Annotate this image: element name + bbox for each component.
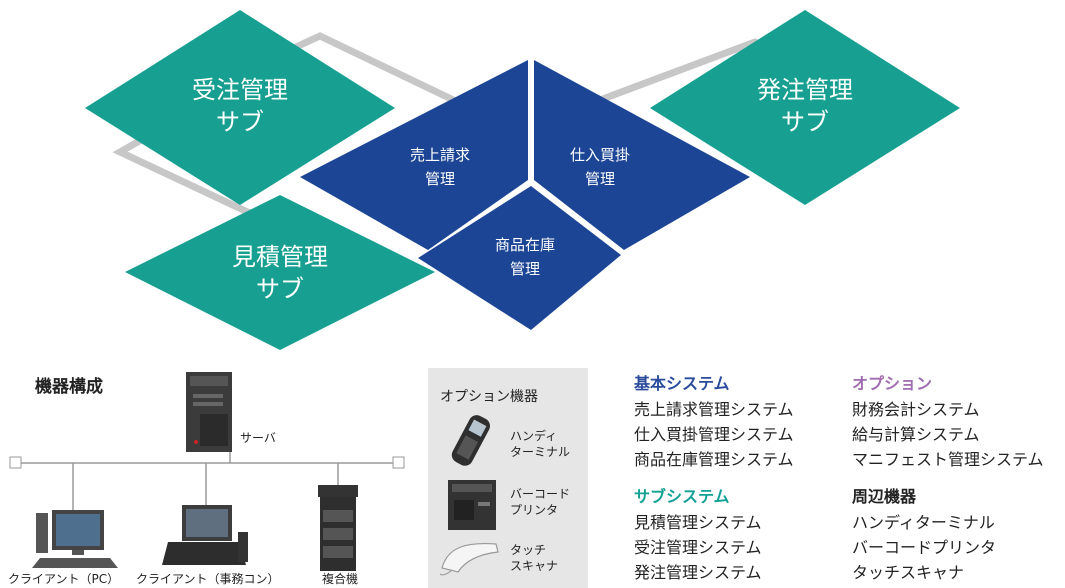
subsystem-juchu: 受注管理 サブ [85,10,395,205]
core-shiire-label-1: 仕入買掛 [570,146,630,164]
core-shohin-label-2: 管理 [510,260,540,278]
option-item-3-label: タッチ スキャナ [510,542,558,574]
system-diagram: 受注管理 サブ 発注管理 サブ 見積管理 サブ 売上請求 管理 仕入買掛 管理 … [85,10,960,350]
option-item-1-line2: ターミナル [510,445,571,459]
core-shohin-label-1: 商品在庫 [495,236,555,254]
subsystem-mitsumori-label-1: 見積管理 [232,243,328,271]
option-system-list: 財務会計システム 給与計算システム マニフェスト管理システム [852,397,1062,472]
list-item: 財務会計システム [852,400,980,419]
client-pc-icon [32,510,118,568]
network-diagram: サーバ クライアント（PC） クライアント（事務コン） 複合機 [8,372,405,586]
list-item: 見積管理システム [634,513,762,532]
barcode-printer-icon [448,480,496,530]
subsystem-mitsumori-label-2: サブ [256,275,304,303]
subsystem-juchu-label-2: サブ [216,108,264,136]
subsystem-hatchu-label-2: サブ [781,108,829,136]
list-item: 受注管理システム [634,538,762,557]
core-uriage-label-1: 売上請求 [410,146,470,164]
handy-terminal-icon [451,415,490,466]
list-item: 仕入買掛管理システム [634,425,794,444]
subsystem-hatchu-label-1: 発注管理 [757,76,853,104]
option-item-2-line1: バーコード [510,487,571,501]
client-register-label: クライアント（事務コン） [136,572,280,586]
option-item-3-line1: タッチ [510,543,547,557]
subsystem-juchu-label-1: 受注管理 [192,76,288,104]
peripheral-title: 周辺機器 [852,487,917,506]
core-shiire: 仕入買掛 管理 [534,60,750,250]
list-item: 商品在庫管理システム [634,450,794,469]
option-system-section: オプション 財務会計システム 給与計算システム マニフェスト管理システム [852,370,1062,472]
mfp-icon [318,485,358,571]
basic-system-list: 売上請求管理システム 仕入買掛管理システム 商品在庫管理システム [634,397,834,472]
core-uriage: 売上請求 管理 [300,60,528,250]
basic-system-section: 基本システム 売上請求管理システム 仕入買掛管理システム 商品在庫管理システム [634,370,834,472]
option-item-1-line1: ハンディ [510,429,558,443]
sub-system-list: 見積管理システム 受注管理システム 発注管理システム [634,510,834,585]
option-devices-title: オプション機器 [440,389,538,405]
core-uriage-shape [300,60,528,250]
sub-system-title: サブシステム [634,487,730,506]
option-item-3-line2: スキャナ [510,559,559,573]
core-shiire-shape [534,60,750,250]
server-label: サーバ [240,431,276,445]
option-devices-box: オプション機器 ハンディ ターミナル バーコード プリンタ タッチ スキャナ [428,368,588,588]
client-register-icon [162,505,248,565]
sub-system-section: サブシステム 見積管理システム 受注管理システム 発注管理システム [634,483,834,585]
list-item: バーコードプリンタ [852,538,997,557]
list-item: 売上請求管理システム [634,400,794,419]
server-icon [186,372,232,452]
list-item: マニフェスト管理システム [852,450,1044,469]
mfp-label: 複合機 [322,571,358,586]
subsystem-mitsumori-shape [125,195,435,350]
peripheral-section: 周辺機器 ハンディターミナル バーコードプリンタ タッチスキャナ [852,483,1062,585]
core-shohin-shape [418,186,621,330]
subsystem-hatchu: 発注管理 サブ [650,10,960,205]
basic-system-title: 基本システム [634,374,730,393]
core-uriage-label-2: 管理 [425,170,455,188]
network-end-right [392,456,405,469]
option-item-2-label: バーコード プリンタ [510,486,570,518]
network-end-left [9,456,22,469]
subsystem-mitsumori: 見積管理 サブ [125,195,435,350]
core-shiire-label-2: 管理 [585,170,615,188]
core-shohin: 商品在庫 管理 [418,186,621,330]
subsystem-juchu-shape [85,10,395,205]
client-pc-label: クライアント（PC） [8,572,119,586]
option-item-2-line2: プリンタ [510,503,559,517]
subsystem-hatchu-shape [650,10,960,205]
option-item-1-label: ハンディ ターミナル [510,428,570,460]
list-item: タッチスキャナ [852,563,965,582]
option-system-title: オプション [852,374,933,393]
list-item: 発注管理システム [634,563,762,582]
touch-scanner-icon [439,542,499,576]
list-item: 給与計算システム [852,425,980,444]
peripheral-list: ハンディターミナル バーコードプリンタ タッチスキャナ [852,510,1062,585]
list-item: ハンディターミナル [852,513,995,532]
equipment-title: 機器構成 [35,377,103,397]
